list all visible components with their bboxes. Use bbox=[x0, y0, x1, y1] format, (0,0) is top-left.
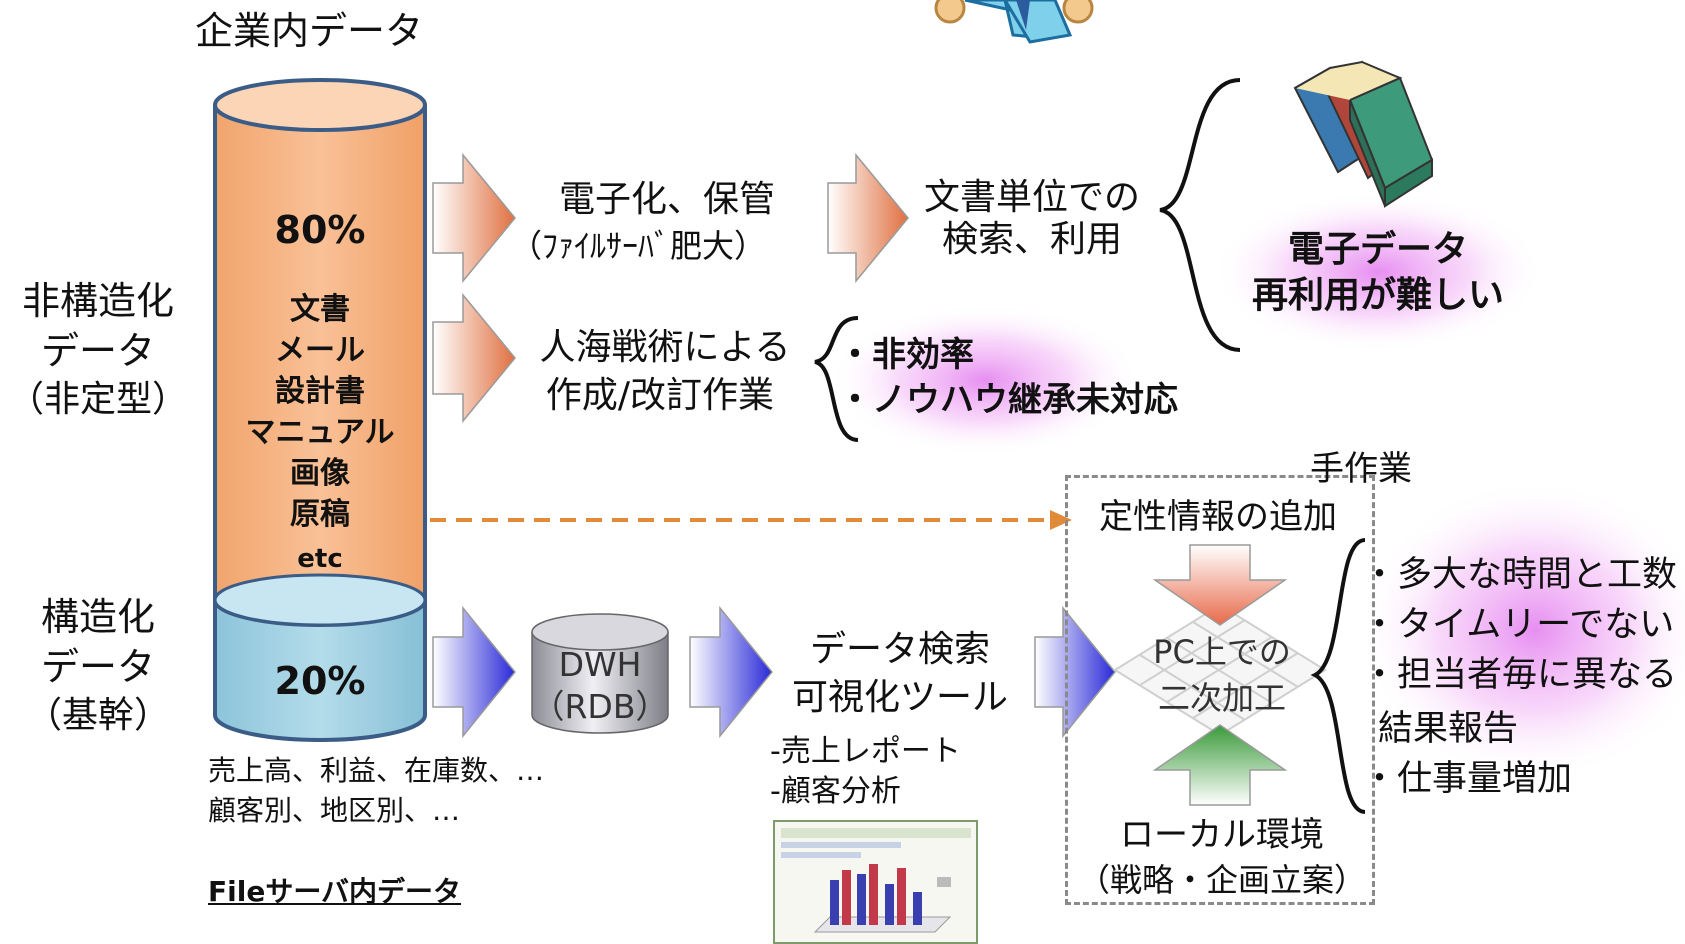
tool-label: データ検索 bbox=[809, 629, 991, 670]
manual-work-frame bbox=[1065, 475, 1375, 905]
step-manual-work-2: 作成/改訂作業 bbox=[545, 375, 775, 416]
result-reuse-difficult: 再利用が難しい bbox=[1251, 275, 1505, 316]
file-server-data-link[interactable]: Fileサーバ内データ bbox=[208, 875, 462, 908]
issue-inefficient: ・非効率 bbox=[838, 335, 974, 375]
tool-example-sales: -売上レポート bbox=[770, 734, 961, 769]
arrow-to-document-search bbox=[827, 152, 909, 284]
cylinder-item: 原稿 bbox=[290, 497, 350, 532]
highlight-glow-reuse bbox=[1213, 192, 1543, 352]
report-screenshot-thumbnail bbox=[773, 820, 978, 944]
label-unstructured-2: データ bbox=[40, 329, 156, 373]
label-unstructured-3: （非定型） bbox=[7, 379, 189, 420]
tool-label-2: 可視化ツール bbox=[791, 677, 1009, 718]
brace-result bbox=[1159, 78, 1241, 352]
enterprise-data-cylinder bbox=[213, 78, 427, 742]
local-environment: ローカル環境 bbox=[1120, 815, 1324, 855]
problem-item: 結果報告 bbox=[1378, 709, 1519, 749]
cylinder-item: マニュアル bbox=[245, 415, 395, 450]
label-unstructured-1: 非構造化 bbox=[21, 279, 175, 323]
problem-item: ・タイムリーでない bbox=[1362, 605, 1675, 645]
down-arrow-qualitative bbox=[1152, 544, 1288, 626]
structured-example-2: 顧客別、地区別、… bbox=[208, 794, 461, 827]
problem-item: ・担当者毎に異なる bbox=[1362, 655, 1678, 695]
step-document-search-2: 検索、利用 bbox=[941, 219, 1123, 260]
dwh-label: DWH bbox=[558, 645, 642, 684]
label-structured-2: データ bbox=[40, 645, 156, 689]
problem-item: ・仕事量増加 bbox=[1362, 759, 1573, 799]
label-structured-1: 構造化 bbox=[40, 595, 156, 639]
issue-knowhow: ・ノウハウ継承未対応 bbox=[838, 380, 1178, 420]
cylinder-item: 設計書 bbox=[275, 374, 365, 409]
highlight-glow-problems bbox=[1360, 480, 1685, 780]
highlight-glow-inefficiency bbox=[830, 305, 1140, 455]
step-digitize-note: （ﾌｧｲﾙｻｰﾊﾞ肥大） bbox=[509, 227, 767, 265]
arrow-to-visualization bbox=[689, 605, 773, 739]
grid-background-icon bbox=[1113, 603, 1327, 737]
manual-work-label: 手作業 bbox=[1310, 449, 1412, 489]
arrow-to-pc-processing bbox=[1034, 605, 1116, 739]
diagram-title: 企業内データ bbox=[195, 9, 424, 53]
problem-item: ・多大な時間と工数 bbox=[1362, 555, 1678, 595]
brace-problems bbox=[1310, 538, 1366, 814]
result-electronic-data: 電子データ bbox=[1287, 229, 1469, 270]
label-structured-3: （基幹） bbox=[25, 695, 171, 736]
dashed-link-arrowhead bbox=[1050, 510, 1072, 530]
add-qualitative-info: 定性情報の追加 bbox=[1099, 497, 1337, 537]
step-document-search: 文書単位での bbox=[923, 177, 1141, 218]
books-icon bbox=[1293, 60, 1434, 208]
dwh-database-icon bbox=[531, 613, 669, 734]
unstructured-percent: 80% bbox=[274, 208, 366, 252]
arrow-to-manual-work bbox=[432, 292, 516, 424]
cylinder-item: etc bbox=[297, 544, 343, 574]
pc-processing: PC上での bbox=[1153, 633, 1291, 671]
bar-chart-icon bbox=[781, 828, 971, 933]
arrow-to-digitize bbox=[432, 152, 516, 284]
strategy-planning: （戦略・企画立案） bbox=[1077, 861, 1367, 899]
step-digitize: 電子化、保管 bbox=[558, 179, 776, 220]
cylinder-item: 文書 bbox=[290, 292, 350, 327]
dwh-label-2: （RDB） bbox=[531, 687, 669, 726]
person-icon bbox=[934, 0, 1094, 44]
cylinder-item: メール bbox=[275, 333, 365, 368]
structured-example-1: 売上高、利益、在庫数、… bbox=[208, 754, 545, 787]
pc-processing-2: 二次加工 bbox=[1157, 679, 1287, 717]
cylinder-item: 画像 bbox=[290, 456, 350, 491]
brace-issues bbox=[814, 316, 859, 442]
up-arrow-local bbox=[1152, 724, 1288, 806]
structured-percent: 20% bbox=[274, 659, 366, 703]
arrow-to-dwh bbox=[432, 605, 516, 739]
tool-example-customer: -顧客分析 bbox=[770, 774, 901, 809]
step-manual-work: 人海戦術による bbox=[539, 327, 791, 368]
